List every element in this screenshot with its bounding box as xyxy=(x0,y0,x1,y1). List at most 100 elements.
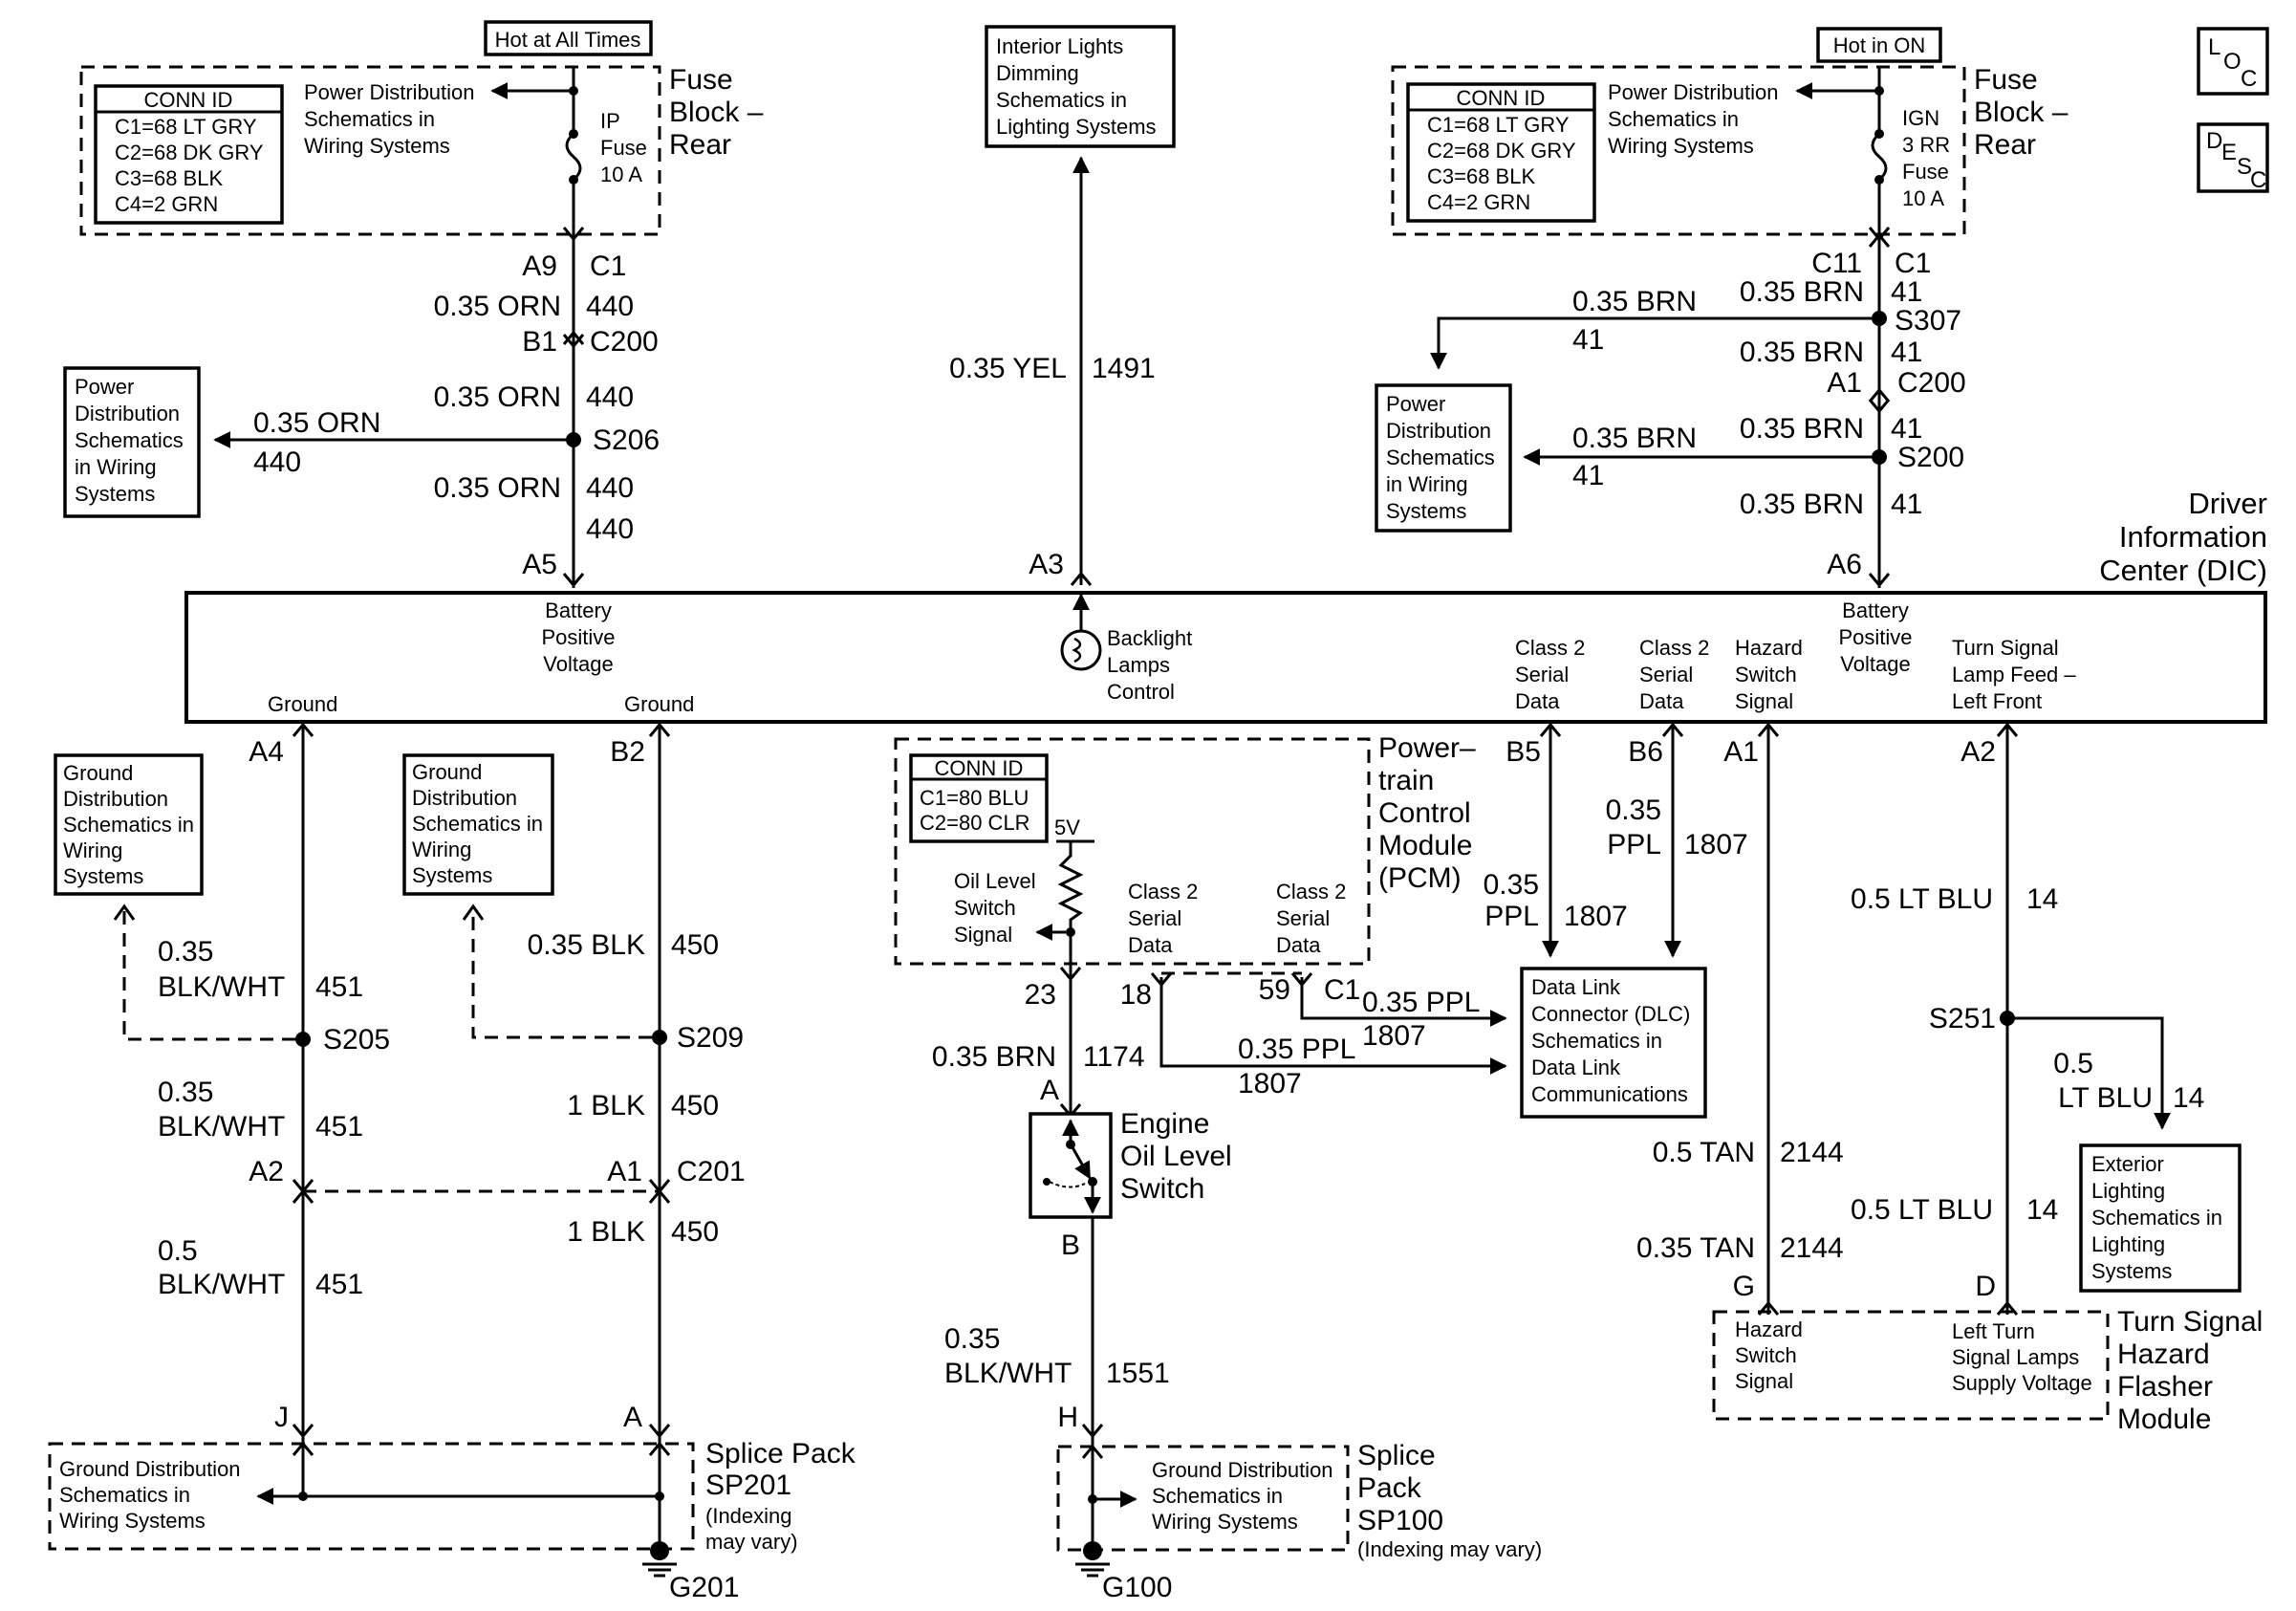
dic-module-box xyxy=(184,591,2267,724)
wire-color: 0.5 LT BLU xyxy=(1851,1194,1993,1226)
wire-color: 0.35 PPL xyxy=(1238,1034,1355,1065)
ground-g100-icon xyxy=(1075,1541,1110,1578)
pin-a9: A9 xyxy=(522,250,557,282)
wire-color: 0.35 YEL xyxy=(949,353,1067,384)
wire-color: 0.35 PPL xyxy=(1362,987,1480,1018)
oil-level-switch-icon xyxy=(1043,1119,1101,1214)
pin-b6: B6 xyxy=(1628,736,1663,768)
pin-59: 59 xyxy=(1259,974,1290,1006)
circuit-number: 1491 xyxy=(1092,353,1156,384)
splice-s206 xyxy=(566,432,581,447)
circuit-number: 450 xyxy=(671,1090,719,1121)
circuit-number: 451 xyxy=(315,1269,363,1300)
conn-id-table-right xyxy=(1406,82,1596,223)
location-icon: LOC xyxy=(2197,27,2269,96)
splice-label-s251: S251 xyxy=(1929,1003,1996,1034)
wire-color: 0.35 BRN xyxy=(1740,276,1864,308)
data-link-connector-ref-box xyxy=(1520,967,1707,1119)
circuit-number: 41 xyxy=(1891,276,1922,308)
splice-s205 xyxy=(295,1032,311,1047)
wire-color: 0.35 ORN xyxy=(434,291,561,322)
circuit-number: 1551 xyxy=(1106,1358,1170,1389)
pin-c1-right: C1 xyxy=(1895,248,1931,279)
connector-c200-right: C200 xyxy=(1897,367,1966,399)
splice-label-s200: S200 xyxy=(1897,442,1964,473)
pin-a5: A5 xyxy=(522,549,557,580)
interior-lights-ref-box xyxy=(985,25,1176,148)
pin-a1-dic: A1 xyxy=(1723,736,1759,768)
circuit-number: 1807 xyxy=(1564,901,1628,932)
wire-color: 0.35 BRN xyxy=(1572,423,1697,454)
wire-color: 0.35 BRN xyxy=(1740,337,1864,368)
pin-a-oil-switch: A xyxy=(1040,1075,1059,1106)
power-distribution-ref-box-left xyxy=(63,366,201,518)
splice-label-s209: S209 xyxy=(677,1022,744,1054)
wire-color: 0.35 BLK xyxy=(528,929,645,961)
pin-b5: B5 xyxy=(1505,736,1541,768)
splice-s200 xyxy=(1872,449,1887,465)
wire-color: 0.35 BRN xyxy=(1740,489,1864,520)
ground-distribution-ref-box-2 xyxy=(402,753,554,896)
svg-text:E: E xyxy=(2221,140,2237,165)
splice-s307 xyxy=(1872,311,1887,326)
circuit-number: 451 xyxy=(315,1111,363,1143)
svg-text:O: O xyxy=(2223,49,2242,75)
ign-fuse-icon xyxy=(1871,67,1888,185)
circuit-number: 1807 xyxy=(1362,1020,1426,1052)
circuit-number: 440 xyxy=(586,513,634,545)
svg-text:S: S xyxy=(2237,154,2252,180)
circuit-number: 440 xyxy=(586,472,634,504)
connector-c201: C201 xyxy=(677,1156,746,1187)
pin-b2: B2 xyxy=(610,736,645,768)
splice-label-s307: S307 xyxy=(1895,305,1961,337)
splice-label-s205: S205 xyxy=(323,1024,390,1056)
pin-b-oil-switch: B xyxy=(1061,1230,1080,1261)
svg-text:L: L xyxy=(2208,34,2220,60)
circuit-number: 440 xyxy=(253,446,301,478)
circuit-number: 1807 xyxy=(1684,829,1748,860)
conn-id-header: CONN ID xyxy=(144,88,233,112)
ip-fuse-icon xyxy=(565,67,582,185)
pin-a1-right: A1 xyxy=(1827,367,1862,399)
hot-at-all-times-text: Hot at All Times xyxy=(495,28,641,52)
pin-label-ground-b: Ground xyxy=(624,692,694,716)
ground-distribution-ref-box-1 xyxy=(54,753,204,896)
pin-23: 23 xyxy=(1025,979,1056,1011)
pin-a1-c201: A1 xyxy=(607,1156,642,1187)
pcm-conn-id-table xyxy=(909,753,1049,843)
ground-g100-label: G100 xyxy=(1102,1572,1172,1603)
circuit-number: 41 xyxy=(1891,489,1922,520)
hot-in-on-text: Hot in ON xyxy=(1833,33,1926,57)
exterior-lighting-ref-box xyxy=(2079,1143,2242,1293)
circuit-number: 41 xyxy=(1891,337,1922,368)
circuit-number: 41 xyxy=(1891,413,1922,445)
wire-color: 0.35 BRN xyxy=(932,1041,1056,1073)
circuit-number: 451 xyxy=(315,971,363,1003)
conn-id-header: CONN ID xyxy=(1457,86,1546,110)
circuit-number: 450 xyxy=(671,929,719,961)
pin-a4: A4 xyxy=(249,736,284,768)
pin-c1-left: C1 xyxy=(590,250,626,282)
pin-c11: C11 xyxy=(1811,248,1862,279)
